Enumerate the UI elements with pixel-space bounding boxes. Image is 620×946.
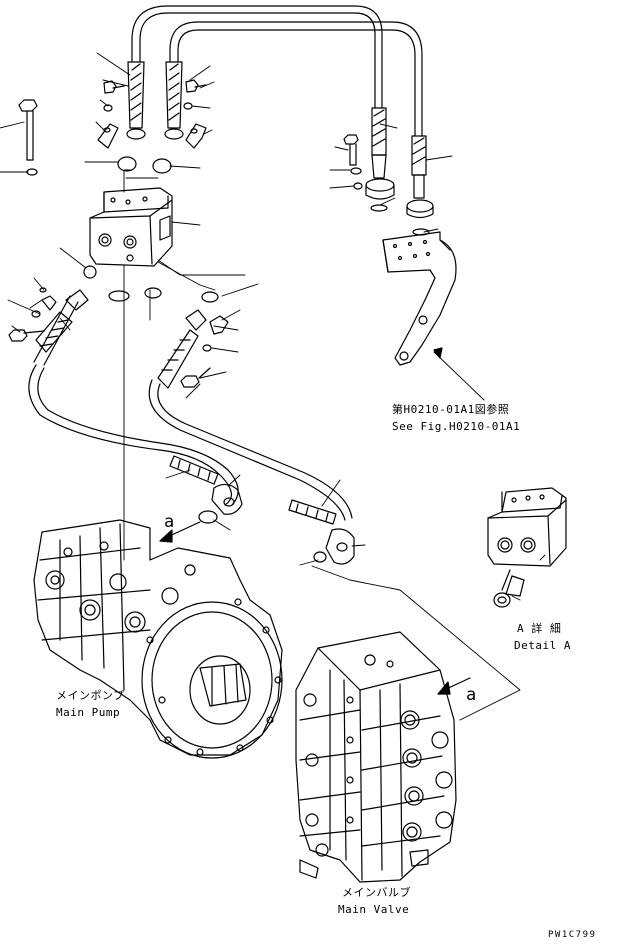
hose-assembly-left-mid bbox=[8, 287, 239, 506]
o-rings-upper bbox=[83, 156, 219, 303]
view-arrow-pump bbox=[159, 521, 201, 543]
figure-code: PW1C799 bbox=[548, 930, 596, 940]
pilot-valve-block bbox=[89, 187, 173, 267]
view-marker-a-pump: a bbox=[164, 512, 174, 532]
detail-title-jp: A 詳 細 bbox=[517, 621, 561, 635]
detail-title-en: Detail A bbox=[514, 639, 571, 652]
detail-a-drawing bbox=[487, 487, 567, 608]
bracket-right bbox=[382, 231, 457, 366]
hose-sleeve-group-top-right bbox=[365, 107, 434, 236]
main-pump-drawing bbox=[33, 519, 283, 759]
hose-sleeves-lower bbox=[169, 455, 355, 565]
view-marker-a-valve: a bbox=[466, 685, 476, 705]
hose-assembly-right-mid bbox=[148, 309, 353, 521]
main-pump-label-jp: メインポンプ bbox=[56, 689, 125, 702]
view-arrow-valve bbox=[311, 565, 521, 721]
leader-lines bbox=[0, 52, 546, 601]
main-valve-label-jp: メインバルブ bbox=[342, 885, 411, 899]
main-valve-label-en: Main Valve bbox=[338, 903, 409, 916]
upper-hose-loops bbox=[131, 5, 423, 137]
reference-note-jp: 第H0210-01A1図参照 bbox=[392, 402, 509, 416]
main-valve-drawing bbox=[295, 631, 457, 883]
hose-sleeve-group-top-left bbox=[126, 61, 184, 140]
reference-note-en: See Fig.H0210-01A1 bbox=[392, 420, 520, 433]
main-pump-label-en: Main Pump bbox=[56, 706, 120, 719]
bolt-set-top-right bbox=[343, 134, 363, 190]
reference-arrow bbox=[433, 347, 443, 359]
